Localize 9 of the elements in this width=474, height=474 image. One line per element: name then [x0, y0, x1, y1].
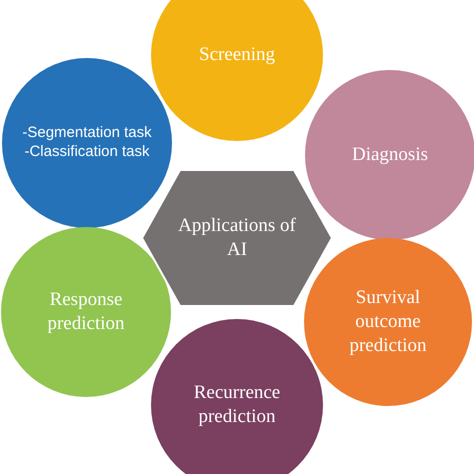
node-label: Applications of AI: [177, 214, 297, 262]
node-label: -Classification task: [24, 143, 150, 162]
center-hexagon: [142, 170, 332, 306]
node-label: -Segmentation task: [22, 124, 152, 143]
node-label: Recurrence prediction: [192, 381, 282, 429]
node-label: Screening: [199, 43, 275, 67]
node-label: Diagnosis: [352, 143, 428, 167]
node-label: Survival outcome prediction: [348, 286, 428, 358]
node-label: Response prediction: [46, 288, 126, 336]
